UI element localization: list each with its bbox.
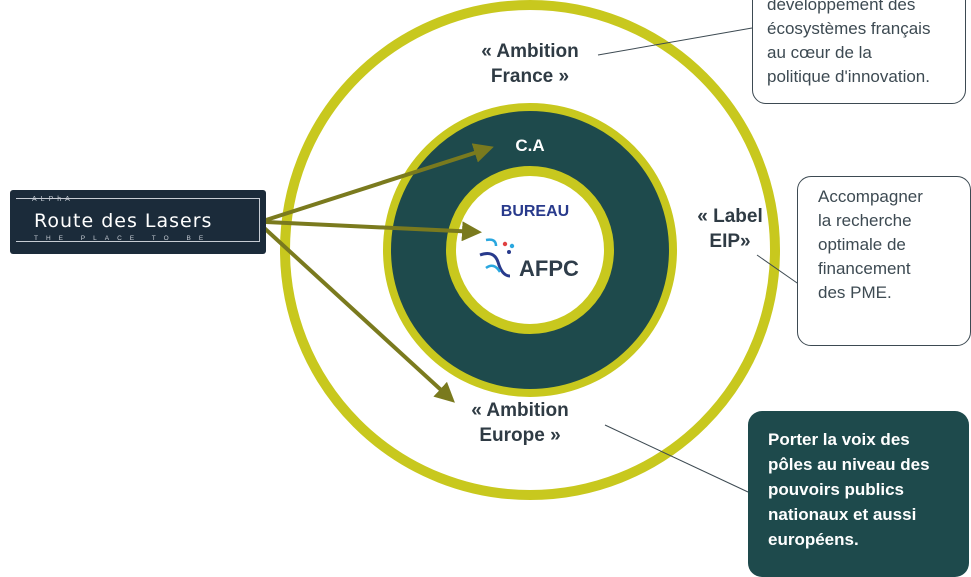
- leader-line-france: [597, 27, 753, 56]
- callout-france: développement des écosystèmes français a…: [752, 0, 966, 104]
- bureau-circle: [446, 166, 614, 334]
- bureau-label: BUREAU: [500, 203, 570, 220]
- ambition-france-label: « Ambition France »: [481, 41, 579, 87]
- afpc-logo-icon: [479, 238, 515, 278]
- leader-line-europe: [604, 424, 749, 493]
- leader-line-eip: [756, 254, 801, 286]
- logo-tagline: THE PLACE TO BE: [34, 235, 212, 242]
- logo-alpha: ALPhA: [32, 196, 74, 203]
- label-eip: « Label EIP»: [697, 206, 763, 252]
- ambition-europe-label: « Ambition Europe »: [471, 400, 569, 446]
- afpc-label: AFPC: [519, 256, 579, 281]
- arrow-to-ca: [265, 143, 494, 222]
- arrow-to-europe: [260, 224, 455, 403]
- callout-eip: Accompagner la recherche optimale de fin…: [797, 176, 971, 346]
- logo-frame: [16, 198, 260, 242]
- arrow-to-bureau: [265, 220, 482, 242]
- route-des-lasers-logo: ALPhA Route des Lasers THE PLACE TO BE: [10, 190, 266, 254]
- callout-europe: Porter la voix des pôles au niveau des p…: [748, 411, 969, 577]
- ca-label: C.A: [515, 136, 545, 155]
- logo-title: Route des Lasers: [34, 210, 213, 232]
